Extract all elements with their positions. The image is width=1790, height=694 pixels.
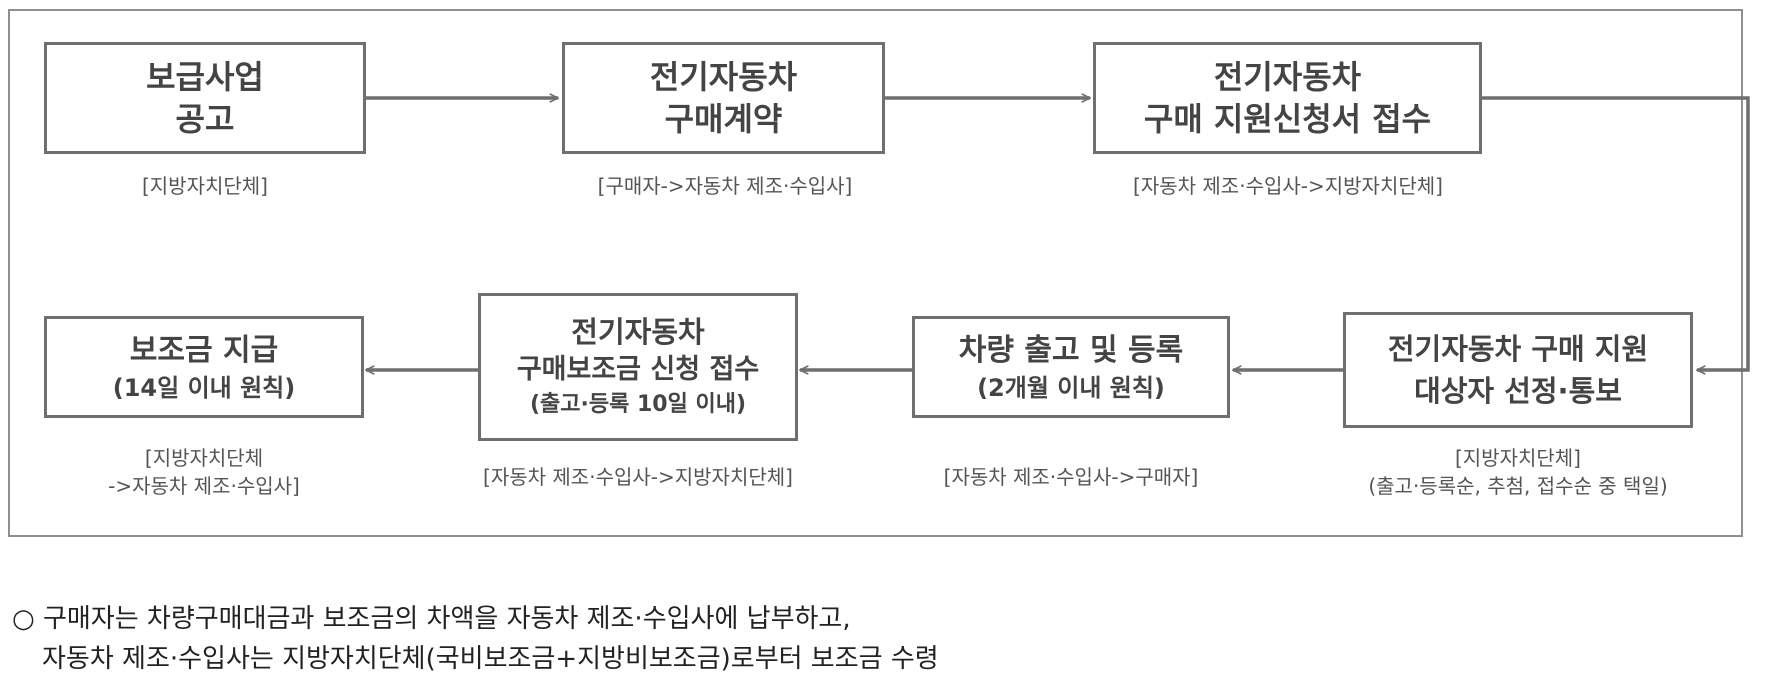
step-box-purchase-contract: 전기자동차 구매계약 [562,42,885,154]
step-caption: [지방자치단체 ->자동차 제조·수입사] [24,444,384,500]
step-box-announcement: 보급사업 공고 [44,42,366,154]
caption-line: [자동차 제조·수입사->구매자] [943,465,1199,489]
step-title-line: 대상자 선정·통보 [1414,374,1622,408]
step-caption: [지방자치단체] [44,172,366,200]
diagram-frame [8,9,1743,537]
step-subtitle-line: (2개월 이내 원칙) [977,374,1165,402]
step-title-line: 구매보조금 신청 접수 [516,354,760,385]
step-title-line: 전기자동차 [649,58,798,96]
step-title-line: 차량 출고 및 등록 [958,333,1184,368]
note-line-2: 자동차 제조·수입사는 지방자치단체(국비보조금+지방비보조금)로부터 보조금 … [42,640,939,678]
circle-bullet-icon: ○ [12,604,35,634]
step-title-line: 공고 [175,100,235,138]
step-title-line: 구매 지원신청서 접수 [1143,100,1432,138]
step-title-line: 보급사업 [146,58,264,96]
note-text: 자동차 제조·수입사는 지방자치단체(국비보조금+지방비보조금)로부터 보조금 … [42,644,939,674]
caption-line: [지방자치단체] [141,174,268,198]
caption-line: [자동차 제조·수입사->지방자치단체] [1133,174,1443,198]
step-box-subsidy-payment: 보조금 지급 (14일 이내 원칙) [44,316,364,418]
caption-line: [자동차 제조·수입사->지방자치단체] [483,465,793,489]
step-caption: [지방자치단체] (출고·등록순, 추첨, 접수순 중 택일) [1303,444,1733,500]
caption-line: (출고·등록순, 추첨, 접수순 중 택일) [1368,474,1668,498]
step-caption: [구매자->자동차 제조·수입사] [520,172,930,200]
step-title-line: 전기자동차 구매 지원 [1387,332,1649,366]
caption-line: ->자동차 제조·수입사] [108,474,300,498]
step-subtitle-line: (14일 이내 원칙) [112,374,296,402]
step-title-line: 전기자동차 [571,315,705,349]
caption-line: [구매자->자동차 제조·수입사] [597,174,853,198]
note-line-1: ○ 구매자는 차량구매대금과 보조금의 차액을 자동차 제조·수입사에 납부하고… [12,600,851,638]
step-box-delivery-registration: 차량 출고 및 등록 (2개월 이내 원칙) [912,316,1230,418]
step-title-line: 보조금 지급 [129,333,279,368]
arrow-step3-to-step4 [1482,96,1750,370]
note-text: 구매자는 차량구매대금과 보조금의 차액을 자동차 제조·수입사에 납부하고, [42,604,851,634]
step-box-selection-notice: 전기자동차 구매 지원 대상자 선정·통보 [1343,312,1693,428]
step-caption: [자동차 제조·수입사->지방자치단체] [428,463,848,491]
caption-line: [지방자치단체] [1454,446,1581,470]
step-box-application-receipt: 전기자동차 구매 지원신청서 접수 [1093,42,1482,154]
step-title-line: 구매계약 [664,100,783,138]
step-subtitle-line: (출고·등록 10일 이내) [529,392,747,417]
step-caption: [자동차 제조·수입사->구매자] [881,463,1261,491]
step-caption: [자동차 제조·수입사->지방자치단체] [1063,172,1513,200]
step-box-subsidy-application: 전기자동차 구매보조금 신청 접수 (출고·등록 10일 이내) [478,293,798,441]
step-title-line: 전기자동차 [1213,58,1362,96]
caption-line: [지방자치단체 [144,446,264,470]
